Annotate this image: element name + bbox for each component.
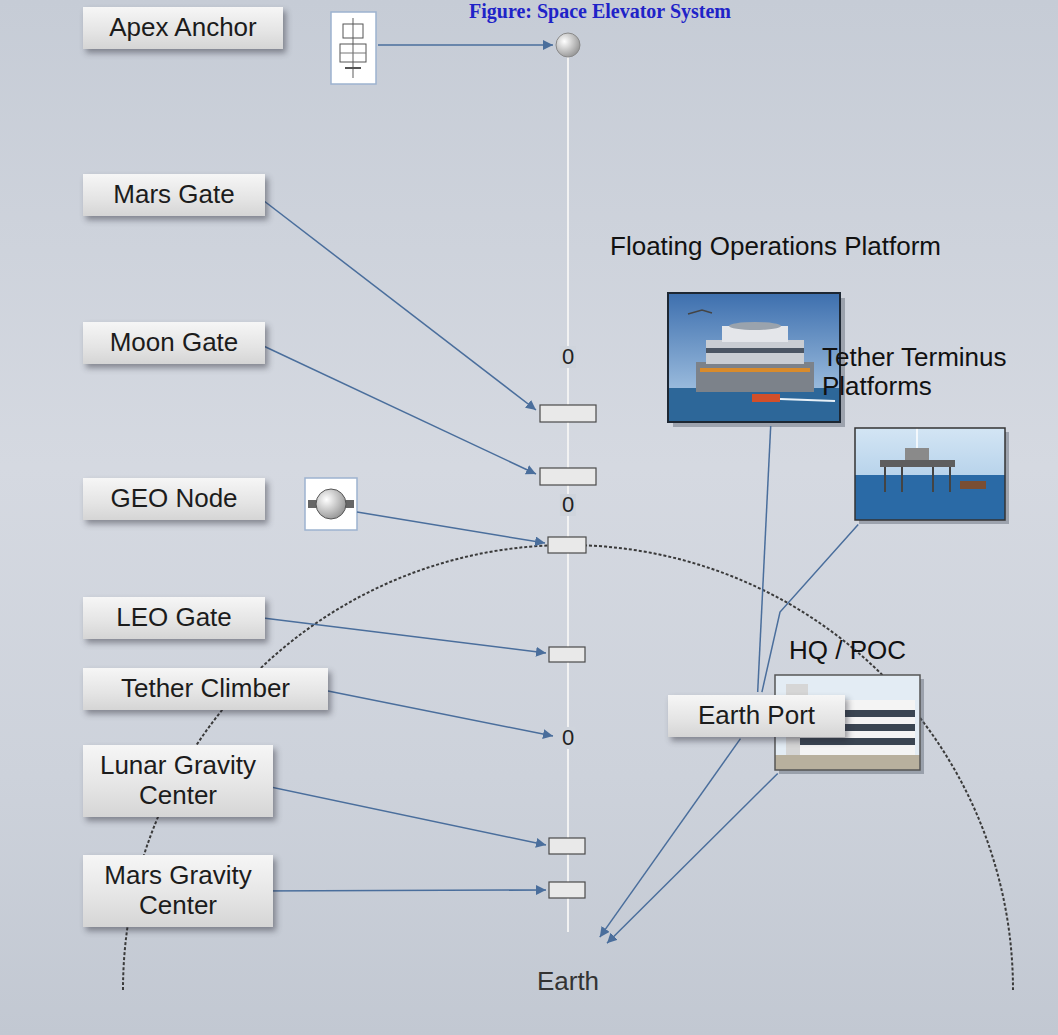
terminus-leg	[949, 467, 951, 492]
label-box: GEO Node	[83, 478, 265, 520]
connector	[758, 426, 771, 692]
platform-windows	[706, 348, 804, 353]
leader-line	[255, 617, 546, 653]
callout-heading: Tether Terminus Platforms	[822, 343, 1058, 400]
label-box: Tether Climber	[83, 668, 328, 710]
icon-tile	[331, 12, 376, 84]
callout-heading: Floating Operations Platform	[610, 232, 941, 261]
node-label: Tether Climber	[121, 674, 290, 704]
picture-frame	[668, 293, 840, 422]
picture-callout: HQ / POC	[775, 636, 920, 772]
tether-gate	[540, 405, 596, 422]
terminus-leg	[932, 467, 934, 492]
node-label: GEO Node	[110, 484, 237, 514]
geo-node-icon	[305, 478, 357, 530]
tether-gate	[549, 882, 585, 898]
label-box: Moon Gate	[83, 322, 265, 364]
tether-gate	[549, 838, 585, 854]
tether-terminus-picture	[855, 428, 1009, 524]
terminus-leg	[884, 467, 886, 492]
leader-line	[255, 194, 536, 410]
terminus-deck	[880, 460, 955, 467]
node-label: Mars Gravity Center	[98, 861, 258, 921]
leader-line	[242, 781, 546, 845]
node-label: Earth Port	[698, 701, 815, 731]
leader-line	[255, 342, 536, 474]
node-label: Apex Anchor	[109, 13, 256, 43]
icon-stroke	[343, 24, 363, 38]
building-windows	[800, 738, 915, 745]
icon-stroke	[345, 67, 361, 69]
leader-line	[357, 512, 545, 543]
aircraft	[688, 310, 712, 314]
leader-lines	[242, 45, 553, 891]
label-box: Lunar Gravity Center	[83, 745, 273, 817]
node-label: Moon Gate	[110, 328, 239, 358]
tether-line	[567, 45, 569, 932]
terminus-house	[905, 448, 929, 460]
label-box: Earth Port	[668, 695, 845, 737]
climber-marker: 0	[560, 346, 576, 368]
tether-gate	[548, 537, 586, 553]
terminus-leg	[901, 467, 903, 492]
icon-stroke	[340, 53, 366, 54]
ground	[775, 755, 920, 770]
floating-platform-picture	[668, 293, 845, 427]
climber-marker: 0	[560, 494, 576, 516]
node-label: Mars Gate	[113, 180, 234, 210]
helipad	[729, 322, 781, 330]
node-label: Earth	[537, 967, 599, 997]
platform-hull	[696, 362, 814, 392]
climber-marker: 0	[560, 727, 576, 749]
label-box: Apex Anchor	[83, 7, 283, 49]
picture-callout: Tether Terminus Platforms	[822, 343, 1058, 523]
connector	[607, 773, 778, 943]
leader-line	[378, 44, 553, 46]
label-box: LEO Gate	[83, 597, 265, 639]
platform-deck	[706, 340, 804, 364]
picture-sea	[668, 388, 840, 422]
picture-sky	[668, 293, 840, 422]
connector	[762, 524, 858, 692]
icon-tile	[305, 478, 357, 530]
earth-circle: Earth	[516, 930, 620, 1034]
tether-gate	[540, 468, 596, 485]
label-box: Mars Gate	[83, 174, 265, 216]
apex-sphere	[556, 33, 580, 57]
platform-stripe	[700, 368, 810, 372]
callout-heading: HQ / POC	[775, 636, 920, 665]
label-box: Mars Gravity Center	[83, 855, 273, 927]
apex-anchor-icon	[331, 12, 376, 84]
icon-sphere	[316, 489, 346, 519]
picture-frame	[855, 428, 1005, 520]
picture-sky	[855, 428, 1005, 520]
tether-gate	[549, 647, 585, 662]
node-label: Lunar Gravity Center	[98, 751, 258, 811]
icon-stroke	[340, 44, 366, 62]
boat	[960, 481, 986, 489]
leader-line	[242, 890, 546, 891]
leader-line	[318, 689, 553, 736]
node-label: LEO Gate	[116, 603, 232, 633]
boat	[752, 394, 780, 402]
picture-sea	[855, 475, 1005, 520]
connector	[600, 739, 741, 937]
figure-title: Figure: Space Elevator System	[380, 0, 820, 23]
